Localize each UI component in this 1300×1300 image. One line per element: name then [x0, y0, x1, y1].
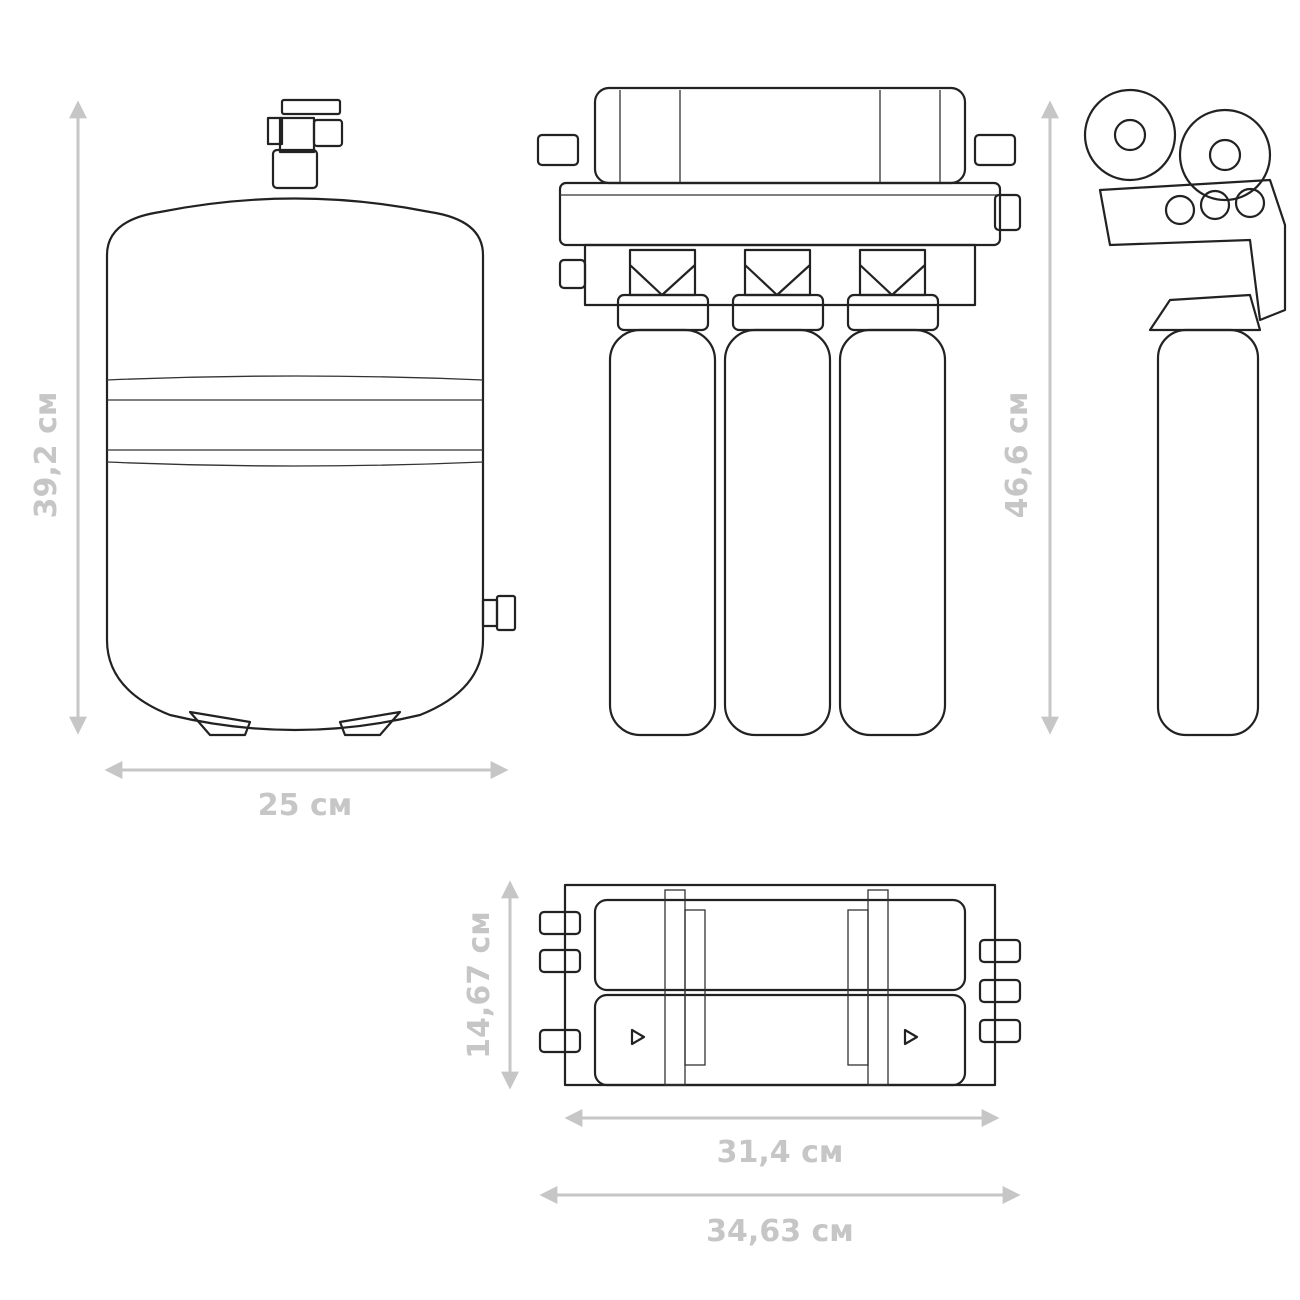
filter-width-inner-label: 31,4 см [717, 1135, 844, 1170]
filter-top-view [538, 883, 1022, 1087]
storage-tank [105, 98, 517, 737]
tank-width-label: 25 см [258, 788, 353, 823]
filter-side-view [1083, 88, 1287, 737]
filter-height-label: 46,6 см [1000, 392, 1035, 519]
filter-width-outer-label: 34,63 см [706, 1214, 854, 1249]
tank-height-label: 39,2 см [29, 392, 64, 519]
filter-depth-label: 14,67 см [462, 911, 497, 1059]
filter-front-view [536, 86, 1022, 737]
dimension-lines [69, 100, 1059, 1204]
